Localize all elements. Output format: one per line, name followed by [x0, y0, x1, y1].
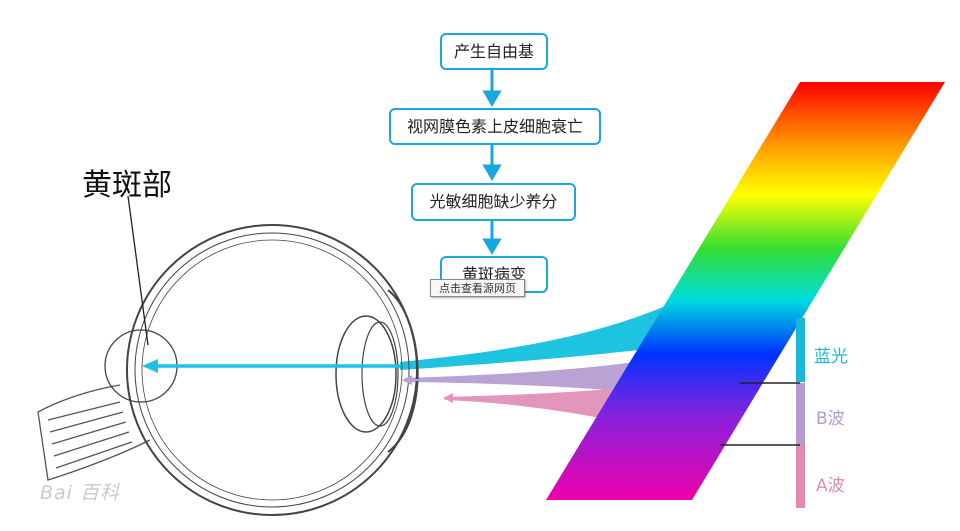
band-markers	[720, 318, 805, 508]
optic-nerve	[37, 384, 151, 481]
a-wave-label: A波	[816, 476, 845, 496]
view-source-tooltip[interactable]: 点击查看源网页	[430, 279, 525, 297]
a-wave-beam	[445, 388, 620, 420]
macula-pointer	[127, 195, 149, 346]
macula-label: 黄斑部	[82, 168, 172, 203]
flow-arrows	[482, 70, 502, 255]
blue-light-label: 蓝光	[814, 347, 848, 367]
light-ray-blue	[142, 359, 400, 373]
flow-step-3: 光敏细胞缺少养分	[411, 183, 576, 221]
baidu-watermark: Bai 百科	[40, 482, 120, 504]
eyeball	[126, 224, 419, 516]
blue-light-beam	[400, 300, 680, 370]
b-wave-label: B波	[816, 409, 845, 429]
b-wave-beam	[405, 360, 650, 392]
flow-step-2: 视网膜色素上皮细胞衰亡	[389, 108, 601, 145]
light-ray-a-wave	[443, 393, 462, 403]
light-ray-b-wave	[402, 375, 420, 385]
flow-step-1: 产生自由基	[440, 33, 548, 70]
spectrum-parallelogram	[546, 82, 945, 500]
